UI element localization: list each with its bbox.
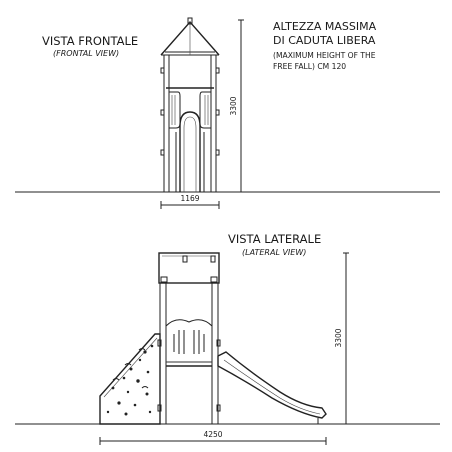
front-right-rail <box>199 91 211 129</box>
front-right-post <box>210 54 217 193</box>
front-view-subtitle: (FRONTAL VIEW) <box>53 49 119 58</box>
front-view-title: VISTA FRONTALE <box>42 34 138 48</box>
front-left-rail <box>169 91 181 129</box>
lateral-climbing-wall <box>99 333 161 425</box>
lateral-height-dimension: 3300 <box>334 328 343 347</box>
lateral-slide <box>217 351 327 419</box>
lateral-view-subtitle: (LATERAL VIEW) <box>242 248 306 257</box>
lateral-right-post <box>211 282 219 425</box>
fall-height-note-line1: ALTEZZA MASSIMA <box>273 20 377 33</box>
lateral-side-panel <box>165 319 213 363</box>
front-view-drawing: 3300 1169 <box>15 17 440 209</box>
lateral-left-post <box>159 282 167 425</box>
front-left-post <box>163 54 170 193</box>
fall-height-note-line3: (MAXIMUM HEIGHT OF THE <box>273 51 376 60</box>
front-width-dimension: 1169 <box>180 194 199 203</box>
lateral-view-drawing: 3300 4250 <box>15 252 440 445</box>
front-height-dimension: 3300 <box>229 96 238 115</box>
climbing-holds <box>106 344 154 416</box>
lateral-width-dimension: 4250 <box>203 430 222 439</box>
fall-height-note-line4: FREE FALL) CM 120 <box>273 62 346 71</box>
lateral-roof <box>158 252 220 284</box>
fall-height-note-line2: DI CADUTA LIBERA <box>273 34 376 47</box>
front-slide <box>179 111 201 192</box>
lateral-view-title: VISTA LATERALE <box>228 232 321 246</box>
